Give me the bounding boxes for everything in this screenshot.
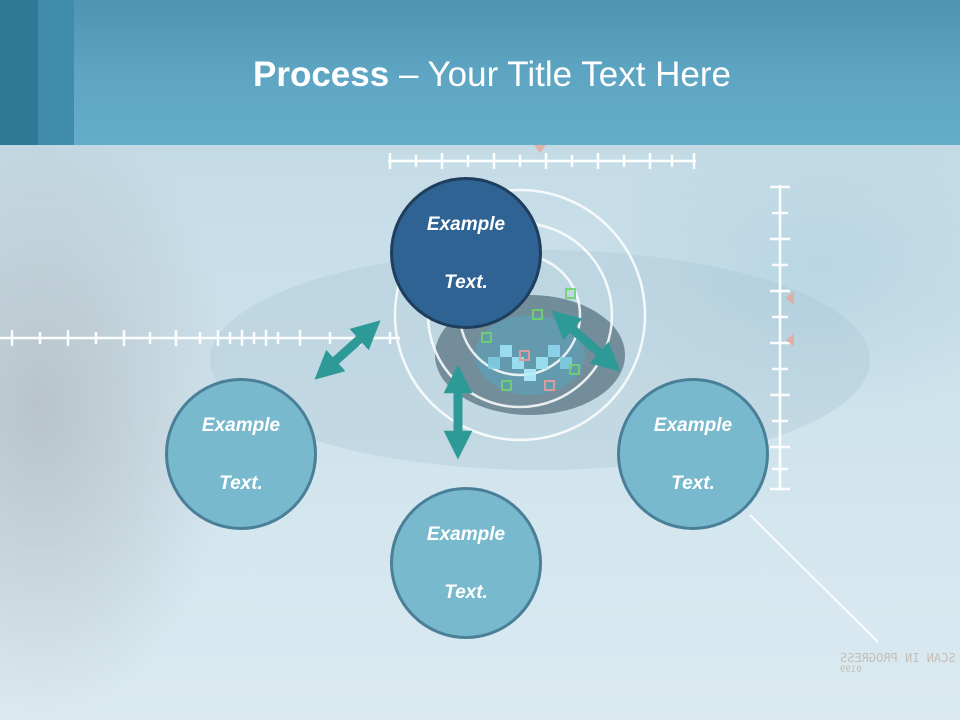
- node-top-line2: Text.: [444, 271, 488, 293]
- arrow-top-left: [314, 320, 381, 380]
- node-left-line1: Example: [201, 414, 281, 436]
- node-bottom-line1: Example: [426, 523, 506, 545]
- header-accent-light: [38, 0, 74, 145]
- arrow-top-right: [551, 310, 621, 372]
- node-right-line2: Text.: [671, 472, 715, 494]
- title-bar: Process – Your Title Text Here: [0, 0, 960, 145]
- header-accent-dark: [0, 0, 38, 145]
- title-rest: – Your Title Text Here: [389, 55, 731, 94]
- title-bold: Process: [253, 55, 390, 94]
- node-right-line1: Example: [653, 414, 733, 436]
- node-bottom-line2: Text.: [444, 581, 488, 603]
- node-left-line2: Text.: [219, 472, 263, 494]
- node-top-line1: Example: [426, 213, 506, 235]
- slide-title[interactable]: Process – Your Title Text Here: [0, 52, 960, 98]
